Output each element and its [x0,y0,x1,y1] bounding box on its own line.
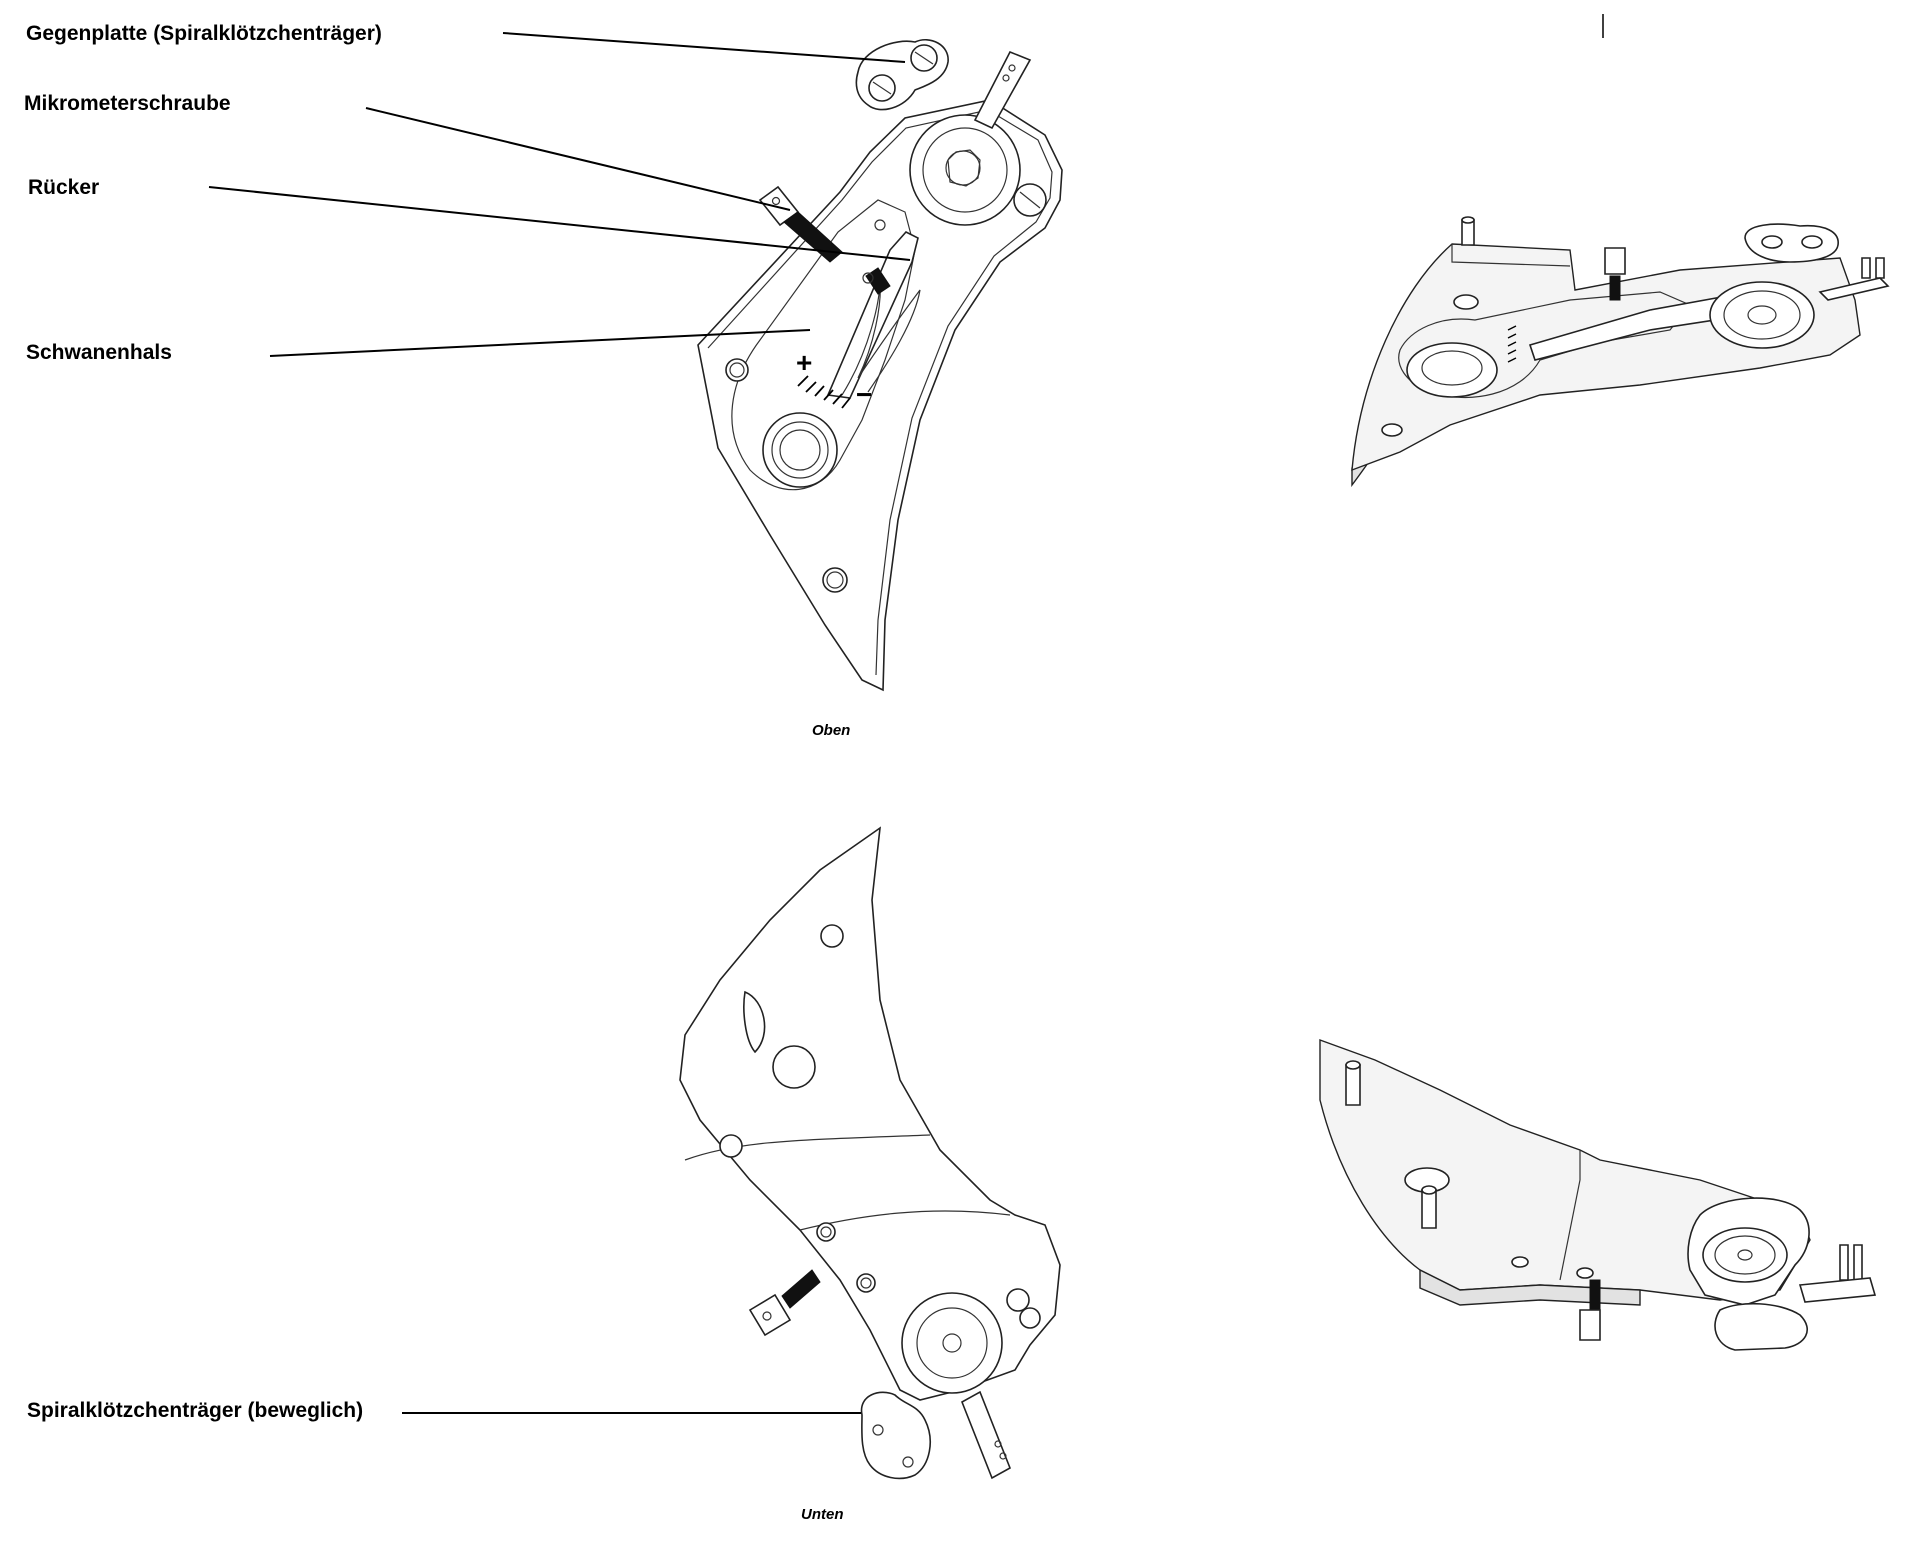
isometric-top-view [1352,217,1888,485]
iso-bottom-stud-base [1800,1278,1875,1302]
iso-bottom-step [1560,1150,1580,1280]
iso-top-counter-screw-2 [1802,236,1822,248]
top-view-hole-small-1 [875,220,885,230]
iso-bottom-hole-3 [1577,1268,1593,1278]
iso-top-micrometer-head [1605,248,1625,274]
label-mikrometerschraube: Mikrometerschraube [24,92,231,115]
top-view-plate-screw-slot [1020,192,1040,208]
iso-bottom-pin-2 [1422,1190,1436,1228]
bottom-view-stud-carrier [862,1392,931,1478]
top-view-jewel-inner [780,430,820,470]
iso-top-jewel-inner [1422,351,1482,385]
bottom-view-stud-carrier-hole-2 [903,1457,913,1467]
iso-bottom-hole-2 [1512,1257,1528,1267]
top-view-shock-spring [948,150,980,186]
top-view-counter-plate-screw-2-slot [873,82,891,94]
bottom-view-stud-arm [962,1392,1010,1478]
top-view-jewel-mid [772,422,828,478]
bottom-view-screw-1 [817,1223,835,1241]
bottom-view-micrometer-head-hole [763,1312,771,1320]
iso-bottom-plate-face [1320,1040,1810,1300]
leader-line-ruecker [209,187,910,260]
iso-bottom-pin-2-top [1422,1186,1436,1194]
top-view-regulator-field [732,200,915,490]
top-view-counter-plate-screw-1-slot [915,52,933,64]
top-view-micrometer-head-hole [773,198,780,205]
iso-top-counter-plate [1745,224,1838,262]
caption-top-view: Oben [812,722,851,739]
top-view-hole-left [726,359,748,381]
bottom-view-stud-carrier-hole-1 [873,1425,883,1435]
iso-bottom-balance-setting-mid [1715,1236,1775,1274]
bottom-view-screw-4 [1020,1308,1040,1328]
bottom-view-micrometer-thread [782,1270,820,1308]
top-view-balance-setting-mid [923,128,1007,212]
iso-top-balance-setting-inner [1748,306,1776,324]
iso-top-balance-setting-mid [1724,291,1800,339]
top-view-stud-hole-1 [1009,65,1015,71]
caption-bottom-view: Unten [801,1506,844,1523]
iso-top-hole-2 [1382,424,1402,436]
bottom-view-hole-1 [821,925,843,947]
iso-top-counter-screw-1 [1762,236,1782,248]
leader-line-gegenplatte [503,33,905,62]
bottom-view-balance-setting-inner [943,1334,961,1352]
bottom-view-hole-2 [773,1046,815,1088]
bottom-view-drawing [680,828,1060,1478]
bottom-view-plate [680,828,1060,1400]
bottom-view-cutout [744,992,765,1052]
bottom-view-stud-arm-hole-2 [1000,1453,1006,1459]
top-view-plate-inner-edge [708,110,1052,675]
iso-top-plate-edge [1452,244,1570,266]
iso-bottom-pin-1 [1346,1065,1360,1105]
label-schwanenhals: Schwanenhals [26,341,172,364]
iso-top-micrometer-thread [1610,276,1620,300]
top-view-drawing: + − [698,40,1062,690]
top-view-regulator-scale [798,376,850,408]
top-view-scale-minus: − [856,379,872,410]
top-view-hole-left-inner [730,363,744,377]
label-ruecker: Rücker [28,176,100,199]
leader-line-schwanenhals [270,330,810,356]
iso-top-scale [1508,326,1516,362]
bottom-view-screw-2-inner [861,1278,871,1288]
bottom-view-hole-3 [720,1135,742,1157]
bottom-view-screw-2 [857,1274,875,1292]
top-view-jewel-outer [763,413,837,487]
iso-bottom-stud-carrier [1715,1304,1807,1350]
isometric-bottom-view [1320,1040,1875,1350]
iso-bottom-pin-1-top [1346,1061,1360,1069]
top-view-hole-small-2 [863,273,873,283]
top-view-scale-plus: + [796,347,812,378]
label-spiralkloetzchentraeger: Spiralklötzchenträger (beweglich) [27,1399,364,1422]
bottom-view-stud-arm-hole-1 [995,1441,1001,1447]
iso-bottom-micrometer-thread [1590,1280,1600,1310]
iso-bottom-stud-pins [1840,1245,1862,1280]
iso-top-pin-top [1462,217,1474,223]
bottom-view-screw-1-inner [821,1227,831,1237]
iso-top-stud-pins [1862,258,1884,278]
iso-bottom-plate-side [1420,1270,1640,1305]
leader-line-mikrometerschraube [366,108,790,210]
iso-bottom-micrometer-head [1580,1310,1600,1340]
bottom-view-seam [685,1135,930,1160]
top-view-stud-arm [975,52,1030,128]
iso-bottom-balance-setting-inner [1738,1250,1752,1260]
bottom-view-screw-3 [1007,1289,1029,1311]
top-view-stud-hole-2 [1003,75,1009,81]
bottom-view-micrometer-head [750,1295,790,1335]
iso-top-stud-base [1820,278,1888,300]
bottom-view-balance-setting-mid [917,1308,987,1378]
top-view-balance-setting-outer [910,115,1020,225]
label-gegenplatte: Gegenplatte (Spiralklötzchenträger) [26,22,382,45]
iso-top-balance-setting-outer [1710,282,1814,348]
iso-top-hole-1 [1454,295,1478,309]
top-view-swan-neck [842,280,920,395]
top-view-hole-bottom-inner [827,572,843,588]
